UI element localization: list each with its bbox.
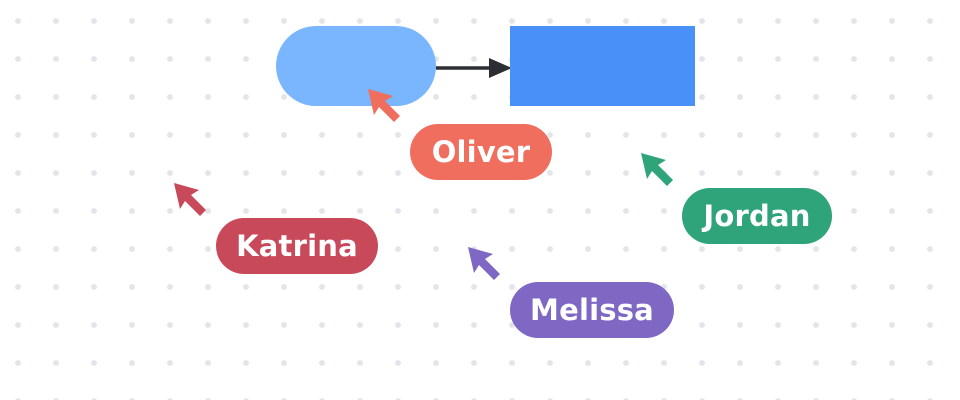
collaborator-name-badge: Katrina — [216, 218, 378, 274]
cursor-arrow-icon — [637, 150, 677, 190]
collaborator-name-badge: Jordan — [682, 188, 832, 244]
cursor-arrow-icon — [364, 86, 404, 126]
collaborator-name-badge: Oliver — [410, 124, 552, 180]
connector-arrowhead — [489, 58, 512, 78]
cursor-arrow-icon — [170, 180, 210, 220]
rectangle-shape[interactable] — [510, 26, 695, 106]
cursor-arrow-icon — [464, 244, 504, 284]
collaborator-name-badge: Melissa — [510, 282, 674, 338]
rounded-pill-shape[interactable] — [276, 26, 436, 106]
